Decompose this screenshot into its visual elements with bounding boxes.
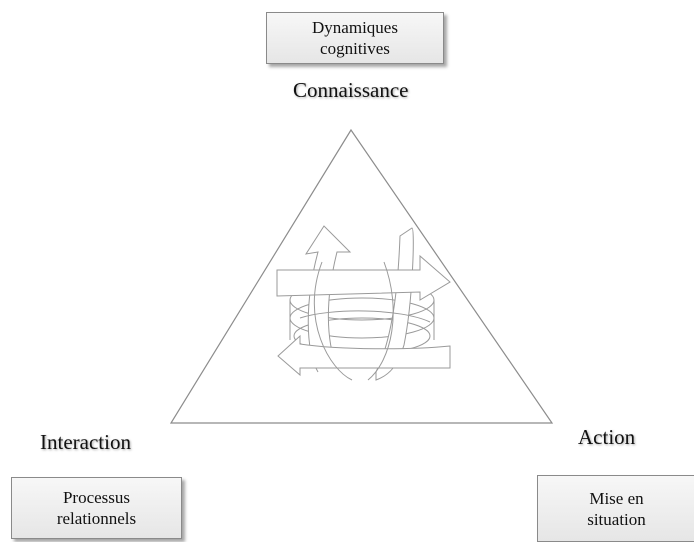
box-left-line-2: relationnels [56,509,137,528]
label-connaissance: Connaissance [293,78,409,102]
box-processus-relationnels: Processus relationnels [11,477,182,539]
box-mise-en-situation: Mise en situation [537,475,694,542]
label-action: Action [578,425,636,449]
box-left-line-1: Processus [62,488,131,507]
box-top-line-2: cognitives [320,39,390,58]
box-dynamiques-cognitives: Dynamiques cognitives [266,12,444,64]
box-top-line-1: Dynamiques [312,18,398,37]
label-interaction: Interaction [40,430,131,454]
box-right-line-2: situation [587,509,646,529]
spiral-arrows-icon [276,225,451,381]
box-right-line-1: Mise en [589,488,644,508]
